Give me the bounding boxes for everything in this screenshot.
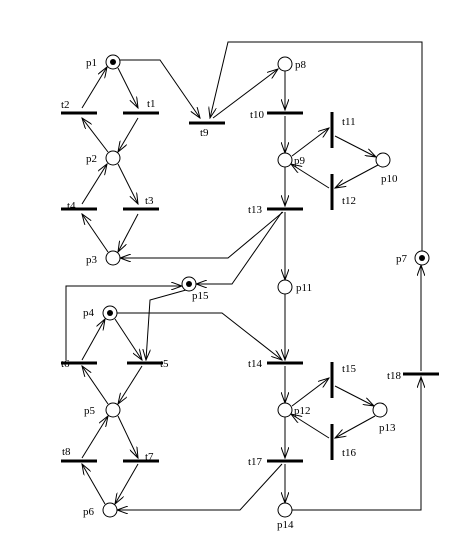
place-label-p11: p11 [296, 282, 312, 294]
transition-label-t2: t2 [61, 99, 70, 111]
arc-p5-to-t6 [82, 366, 109, 405]
place-p5 [105, 402, 121, 418]
place-p13 [372, 402, 388, 418]
arc-t9-to-p8 [212, 69, 278, 119]
arc-p6-to-t8 [82, 464, 106, 505]
token-p15 [186, 281, 192, 287]
transition-label-t17: t17 [248, 456, 263, 468]
arc-t2-to-p1 [81, 67, 107, 109]
arc-t17-to-p6 [117, 463, 283, 510]
transition-label-t16: t16 [342, 447, 357, 459]
place-p12 [277, 402, 293, 418]
place-label-p6: p6 [83, 506, 95, 518]
arc-p3-to-t4 [82, 214, 109, 253]
place-p2 [105, 150, 121, 166]
arcs-layer [65, 41, 423, 511]
arc-t16-to-p12 [291, 414, 330, 439]
transition-label-t10: t10 [250, 109, 265, 121]
arc-t6-to-p4 [81, 319, 105, 361]
arc-t12-to-p9 [291, 164, 330, 189]
transition-label-t6: t6 [61, 358, 70, 370]
arc-t11-to-p10 [334, 135, 376, 157]
token-p7 [419, 255, 425, 261]
place-label-p8: p8 [295, 59, 307, 71]
transition-label-t4: t4 [67, 200, 76, 212]
arc-t5-to-p5 [118, 365, 143, 404]
arc-t13-to-p15 [196, 211, 283, 284]
transition-label-t14: t14 [248, 358, 263, 370]
transition-label-t11: t11 [342, 116, 356, 128]
arc-p4-to-t14 [117, 312, 282, 360]
arc-t8-to-p5 [81, 416, 108, 459]
labels-layer: t1 t2 t3 t4 t5 t6 t7 t8 t9 t10 t11 t12 t13 t14 t15 t16 t… [61, 57, 408, 531]
arc-p9-to-t11 [291, 128, 329, 157]
arc-p2-to-t2 [82, 118, 109, 153]
transition-label-t12: t12 [342, 195, 356, 207]
place-label-p4: p4 [83, 307, 95, 319]
arc-t7-to-p6 [115, 463, 139, 504]
arc-p15-to-t5 [146, 289, 187, 360]
arc-p1-to-t1 [117, 67, 138, 108]
place-p9 [277, 152, 293, 168]
place-p11 [277, 279, 293, 295]
transition-label-t1: t1 [147, 98, 156, 110]
place-p6 [102, 502, 118, 518]
arc-t3-to-p3 [118, 213, 139, 252]
arc-p14-to-t18 [292, 377, 421, 511]
arc-p13-to-t16 [335, 415, 376, 438]
place-label-p3: p3 [86, 254, 98, 266]
place-label-p1: p1 [86, 57, 97, 69]
token-p1 [110, 59, 116, 65]
place-label-p15: p15 [192, 290, 209, 302]
place-label-p13: p13 [379, 422, 396, 434]
transition-label-t5: t5 [160, 358, 169, 370]
arc-p12-to-t15 [291, 378, 329, 407]
places-layer [102, 54, 430, 518]
arc-t4-to-p2 [81, 164, 107, 205]
place-label-p9: p9 [294, 155, 306, 167]
transitions-layer [61, 111, 439, 463]
transition-label-t9: t9 [200, 127, 209, 139]
place-label-p7: p7 [396, 253, 408, 265]
transition-label-t18: t18 [387, 370, 402, 382]
place-label-p2: p2 [86, 153, 97, 165]
arc-p1-to-t9 [120, 59, 200, 118]
arc-p4-to-t5 [114, 318, 142, 360]
place-p3 [105, 250, 121, 266]
transition-label-t8: t8 [62, 446, 71, 458]
place-p8 [277, 56, 293, 72]
arc-p7-to-t9 [210, 41, 423, 251]
token-p4 [107, 310, 113, 316]
transition-label-t7: t7 [145, 451, 154, 463]
place-p14 [277, 502, 293, 518]
place-label-p14: p14 [277, 519, 294, 531]
arc-p5-to-t7 [117, 415, 138, 458]
arc-t6-to-p15 [65, 286, 182, 360]
place-label-p10: p10 [381, 173, 398, 185]
place-label-p5: p5 [84, 405, 96, 417]
arc-t13-to-p3 [120, 211, 284, 258]
transition-label-t13: t13 [248, 204, 263, 216]
arc-t15-to-p13 [334, 385, 374, 406]
place-label-p12: p12 [294, 405, 311, 417]
arc-t1-to-p2 [118, 117, 139, 152]
arc-p10-to-t12 [335, 164, 379, 188]
transition-label-t15: t15 [342, 363, 357, 375]
arc-p2-to-t3 [117, 163, 138, 204]
place-p10 [375, 152, 391, 168]
transition-label-t3: t3 [145, 195, 154, 207]
